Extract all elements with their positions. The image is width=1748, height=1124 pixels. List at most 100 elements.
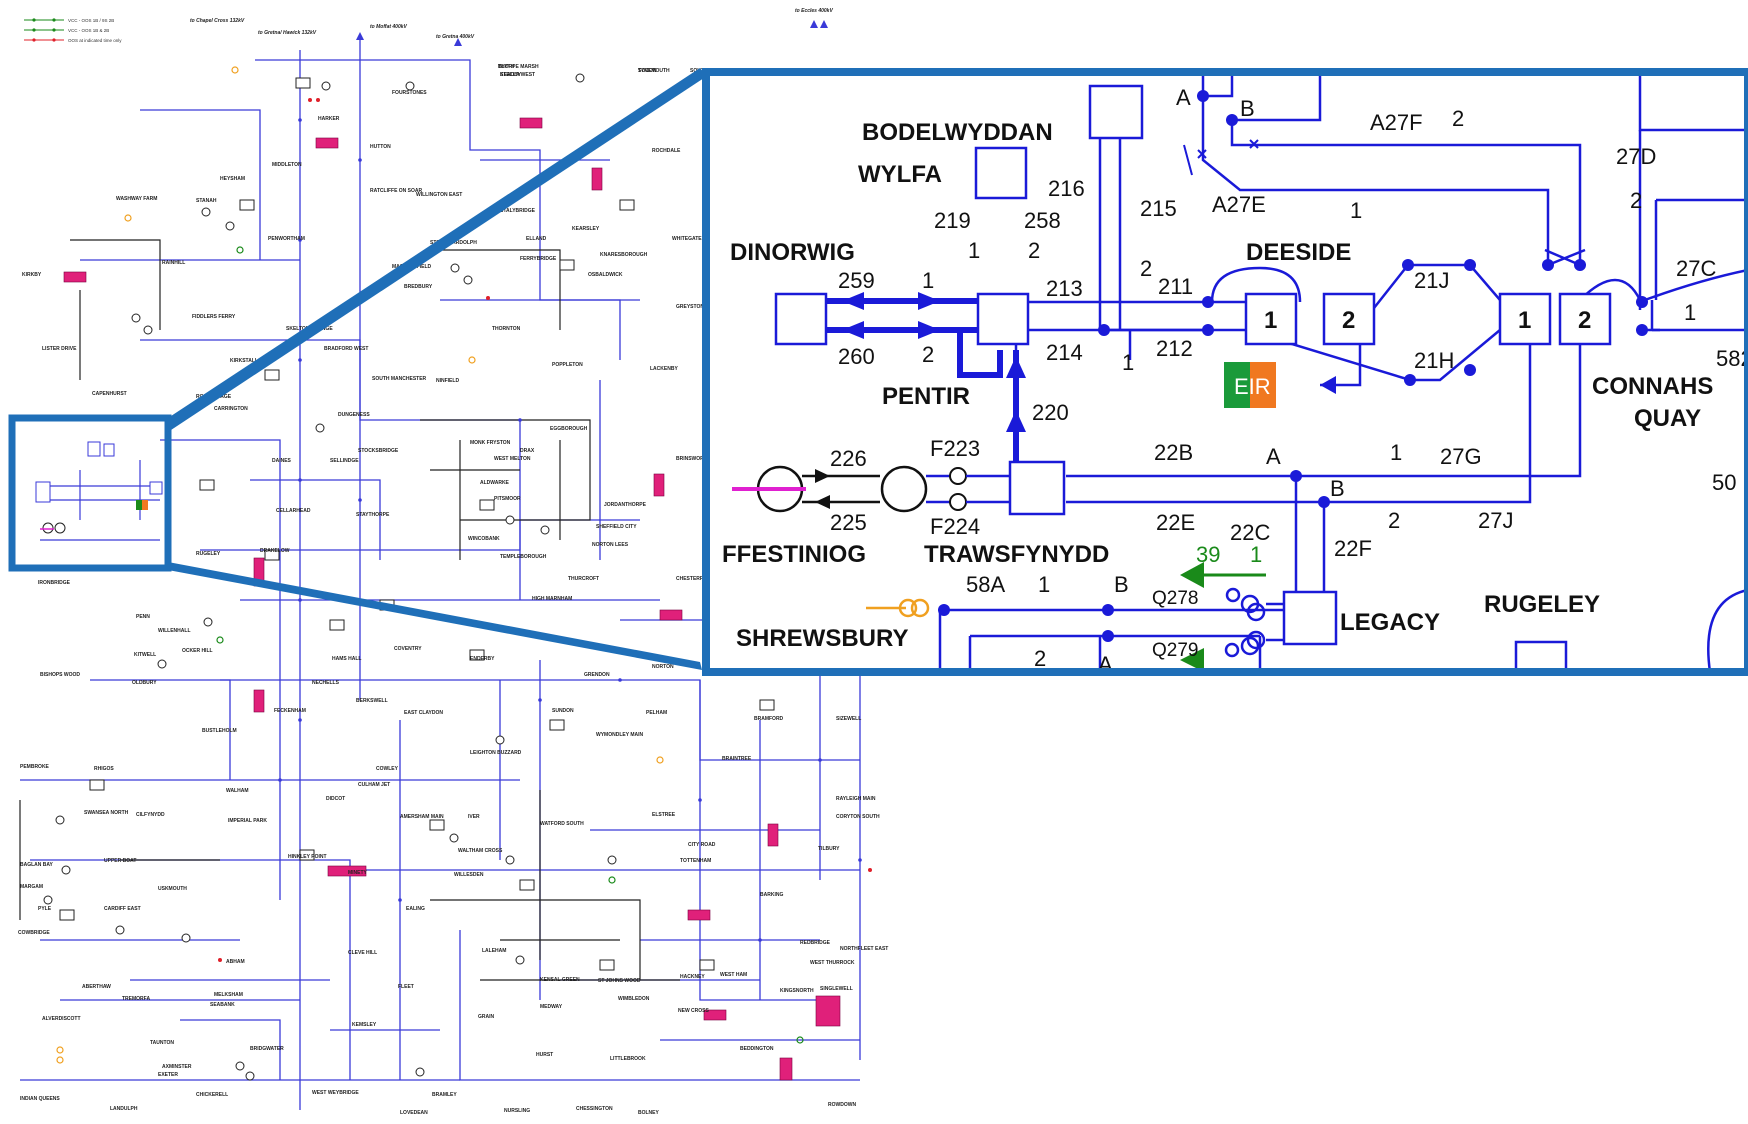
station-label: JORDANTHORPE xyxy=(604,502,647,508)
station-label: OSBALDWICK xyxy=(588,272,623,278)
station-label: GRENDON xyxy=(584,672,610,678)
station-label: BOLNEY xyxy=(638,1110,660,1116)
num-225: 225 xyxy=(830,510,867,535)
wylfa-box xyxy=(974,146,1028,200)
station-label: WALHAM xyxy=(226,788,249,794)
station-label: MIDDLETON xyxy=(272,162,302,168)
station-label: LISTER DRIVE xyxy=(42,346,77,352)
station-label: CORYTON SOUTH xyxy=(836,814,880,820)
dinorwig-box xyxy=(774,292,828,346)
num-Q279: Q279 xyxy=(1152,640,1198,661)
num-50: 50 xyxy=(1712,470,1736,495)
legend: VCC - OOS 1B / 9S 2B VCC - OOS 1B & 2B O… xyxy=(24,18,122,43)
num-39: 39 xyxy=(1196,542,1220,567)
station-label: PENWORTHAM xyxy=(268,236,305,242)
station-label: BLYTH xyxy=(498,64,515,70)
station-label: SOUTH MANCHESTER xyxy=(372,376,427,382)
station-label: MELKSHAM xyxy=(214,992,243,998)
station-label: WALTHAM CROSS xyxy=(458,848,503,854)
label-connahs: CONNAHS xyxy=(1592,373,1713,400)
station-label: FLEET xyxy=(398,984,414,990)
num-58A: 58A xyxy=(966,572,1005,597)
station-label: HEYSHAM xyxy=(220,176,245,182)
station-label: CELLARHEAD xyxy=(276,508,311,514)
station-label: LOVEDEAN xyxy=(400,1110,428,1116)
label-trawsfynydd: TRAWSFYNYDD xyxy=(924,541,1109,568)
label-shrewsbury: SHREWSBURY xyxy=(736,625,908,652)
station-label: IRONBRIDGE xyxy=(38,580,71,586)
station-label: BRAINTREE xyxy=(722,756,752,762)
label-bodelwyddan: BODELWYDDAN xyxy=(862,119,1053,146)
num-2-b: 2 xyxy=(1028,238,1040,263)
station-label: CHICKERELL xyxy=(196,1092,228,1098)
station-label: GREYSTONES xyxy=(676,304,711,310)
station-label: BRADFORD WEST xyxy=(324,346,368,352)
legacy-compensation xyxy=(1180,562,1284,672)
station-label: STELLA WEST xyxy=(500,72,535,78)
pentir-box xyxy=(976,292,1030,346)
deeside-box-1-label: 1 xyxy=(1264,307,1277,334)
num-27D: 27D xyxy=(1616,144,1656,169)
station-label: PELHAM xyxy=(646,710,667,716)
station-label: NEW CROSS xyxy=(678,1008,710,1014)
station-label: INDIAN QUEENS xyxy=(20,1096,60,1102)
connahs-box-2-label: 2 xyxy=(1578,307,1591,334)
station-label: CHESTERFIELD xyxy=(676,576,715,582)
num-1-c: 1 xyxy=(1684,300,1696,325)
station-label: NURSLING xyxy=(504,1108,530,1114)
station-label: CITY ROAD xyxy=(688,842,716,848)
num-215: 215 xyxy=(1140,196,1177,221)
deeside-box-2 xyxy=(1322,292,1376,346)
station-label: SHEFFIELD CITY xyxy=(596,524,637,530)
station-label: NORTON LEES xyxy=(592,542,629,548)
label-legacy: LEGACY xyxy=(1340,609,1440,636)
station-label: RAINHILL xyxy=(162,260,185,266)
num-1-g: 1 xyxy=(1250,542,1262,567)
station-label: STAYTHORPE xyxy=(356,512,390,518)
station-label: PYLE xyxy=(38,906,52,912)
station-label: WILLINGTON EAST xyxy=(416,192,462,198)
highlight-mini-map xyxy=(35,441,163,541)
num-1-a: 1 xyxy=(968,238,980,263)
station-label: LALEHAM xyxy=(482,948,506,954)
station-label: USKMOUTH xyxy=(158,886,187,892)
station-label: CHESSINGTON xyxy=(576,1106,613,1112)
station-label: BERKSWELL xyxy=(356,698,388,704)
legend-item-2: VCC - OOS 1B & 2B xyxy=(68,28,109,33)
station-label: DAINES xyxy=(272,458,292,464)
connahs-box-1 xyxy=(1498,292,1552,346)
connahs-box-1-label: 1 xyxy=(1518,307,1531,334)
station-label: ROWDOWN xyxy=(828,1102,856,1108)
station-label: COWBRIDGE xyxy=(18,930,50,936)
legend-item-3: OOS at indicated time only xyxy=(68,38,122,43)
rugeley-box xyxy=(1514,640,1568,672)
station-label: ALDWARKE xyxy=(480,480,510,486)
num-260: 260 xyxy=(838,344,875,369)
station-label: WINCOBANK xyxy=(468,536,500,542)
station-label: WEST WEYBRIDGE xyxy=(312,1090,359,1096)
num-F224: F224 xyxy=(930,514,980,539)
callout-frame xyxy=(702,68,1748,676)
station-label: EALING xyxy=(406,906,425,912)
station-label: LITTLEBROOK xyxy=(610,1056,646,1062)
num-211: 211 xyxy=(1158,274,1193,299)
station-label: SUNDON xyxy=(552,708,574,714)
station-label: HIGH MARNHAM xyxy=(532,596,572,602)
station-label: ELSTREE xyxy=(652,812,676,818)
label-B-top: B xyxy=(1240,96,1255,121)
label-A-bottom: A xyxy=(1098,652,1113,677)
station-label: WEST HAM xyxy=(720,972,747,978)
station-label: OLDBURY xyxy=(132,680,157,686)
num-22F: 22F xyxy=(1334,536,1372,561)
station-label: BRIDGWATER xyxy=(250,1046,284,1052)
top-label-chapel-cross: to Chapel Cross 132kV xyxy=(190,18,245,24)
num-219: 219 xyxy=(934,208,971,233)
num-22B: 22B xyxy=(1154,440,1193,465)
station-label: DUNGENESS xyxy=(338,412,370,418)
num-Q278: Q278 xyxy=(1152,588,1198,609)
num-F223: F223 xyxy=(930,436,980,461)
station-label: CULHAM JET xyxy=(358,782,390,788)
num-214: 214 xyxy=(1046,340,1083,365)
station-label: HUTTON xyxy=(370,144,391,150)
